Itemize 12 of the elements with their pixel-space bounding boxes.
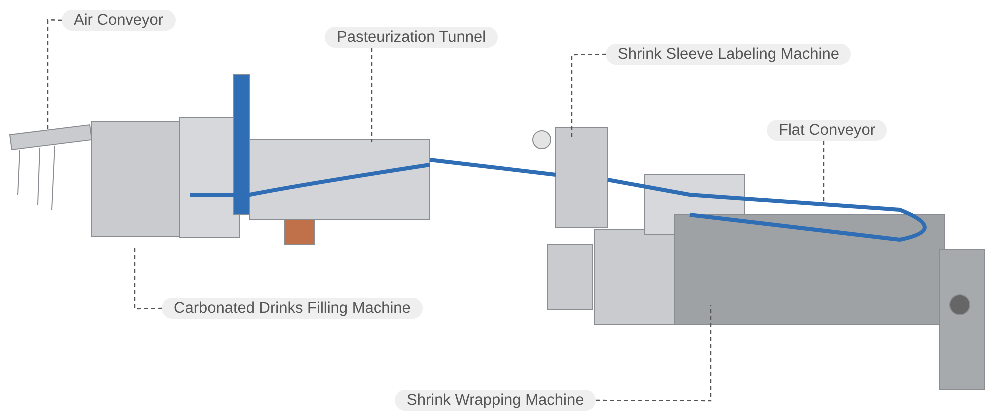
- label-pill: Carbonated Drinks Filling Machine: [162, 298, 423, 319]
- leader-line: [47, 19, 62, 130]
- leader-line: [134, 245, 162, 310]
- label-pill: Pasteurization Tunnel: [325, 27, 498, 48]
- label-pill: Shrink Wrapping Machine: [395, 390, 596, 411]
- leader-line: [571, 54, 606, 140]
- label-pill: Flat Conveyor: [767, 120, 888, 141]
- leader-line: [371, 48, 373, 142]
- label-pill: Shrink Sleeve Labeling Machine: [606, 44, 852, 65]
- leader-line: [596, 305, 712, 402]
- label-pill: Air Conveyor: [62, 10, 176, 31]
- leader-line: [823, 141, 825, 205]
